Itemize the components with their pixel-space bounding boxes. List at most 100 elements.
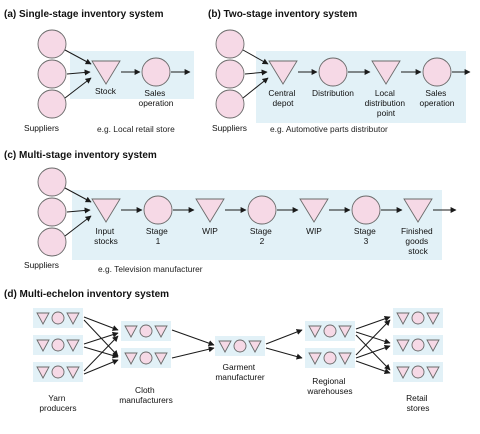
echelon-groups bbox=[33, 308, 443, 382]
supplier-circle bbox=[215, 29, 245, 59]
inventory-triangle bbox=[248, 340, 262, 353]
wip-1-label: WIP bbox=[202, 226, 218, 236]
operation-circle bbox=[51, 365, 65, 379]
supplier-circle bbox=[37, 29, 67, 59]
panel-b: (b) Two-stage inventory system Suppliers… bbox=[208, 9, 471, 134]
central-depot-triangle bbox=[268, 60, 298, 85]
arrow bbox=[171, 329, 215, 347]
panel-b-title: (b) Two-stage inventory system bbox=[208, 9, 357, 20]
operation-circle bbox=[411, 338, 425, 352]
arrow bbox=[83, 346, 119, 359]
sales-operation-label: Sales operation bbox=[420, 88, 455, 108]
inventory-triangle bbox=[154, 352, 168, 365]
inventory-triangle bbox=[36, 339, 50, 352]
panel-a-band bbox=[70, 51, 194, 99]
arrow bbox=[242, 49, 269, 65]
supplier-circle bbox=[215, 59, 245, 89]
operation-circle bbox=[323, 351, 337, 365]
echelon-stage-group bbox=[393, 362, 443, 382]
echelon-stage-group bbox=[215, 336, 265, 356]
suppliers-label: Suppliers bbox=[24, 260, 59, 270]
echelon-stage-group bbox=[305, 348, 355, 368]
arrow bbox=[355, 344, 391, 359]
operation-circle bbox=[51, 338, 65, 352]
garment-manufacturer-label: Garment manufacturer bbox=[215, 362, 265, 382]
stage-1-circle bbox=[143, 195, 173, 225]
local-distribution-point-triangle bbox=[371, 60, 401, 85]
cloth-manufacturers-label: Cloth manufacturers bbox=[119, 385, 173, 405]
supplier-circle bbox=[37, 167, 67, 197]
sales-operation-label: Sales operation bbox=[139, 88, 174, 108]
arrow bbox=[355, 360, 391, 375]
operation-circle bbox=[51, 311, 65, 325]
panel-b-example: e.g. Automotive parts distributor bbox=[270, 124, 388, 134]
supplier-circle bbox=[37, 227, 67, 257]
stage-2-label: Stage 2 bbox=[250, 226, 274, 246]
arrow bbox=[66, 207, 91, 214]
input-stocks-label: Input stocks bbox=[94, 226, 118, 246]
arrow bbox=[64, 215, 92, 237]
local-distribution-point-label: Local distribution point bbox=[365, 88, 408, 118]
arrow bbox=[244, 69, 268, 76]
suppliers-label: Suppliers bbox=[24, 123, 59, 133]
inventory-triangle bbox=[218, 340, 232, 353]
arrow bbox=[171, 346, 215, 359]
arrow bbox=[355, 315, 391, 330]
inventory-triangle bbox=[426, 339, 440, 352]
panel-a: (a) Single-stage inventory system Suppli… bbox=[4, 9, 194, 134]
stage-3-label: Stage 3 bbox=[354, 226, 378, 246]
inventory-triangle bbox=[124, 325, 138, 338]
arrow bbox=[64, 187, 92, 203]
operation-circle bbox=[233, 339, 247, 353]
wip-1-triangle bbox=[195, 198, 225, 223]
stage-3-circle bbox=[351, 195, 381, 225]
echelon-stage-group bbox=[33, 308, 83, 328]
inventory-triangle bbox=[396, 339, 410, 352]
sales-operation-circle bbox=[141, 57, 171, 87]
retail-stores-label: Retail stores bbox=[406, 393, 430, 413]
inventory-triangle bbox=[396, 366, 410, 379]
panel-c-example: e.g. Television manufacturer bbox=[98, 264, 203, 274]
inventory-triangle bbox=[124, 352, 138, 365]
inventory-triangle bbox=[338, 325, 352, 338]
wip-2-label: WIP bbox=[306, 226, 322, 236]
distribution-label: Distribution bbox=[312, 88, 354, 98]
stage-2-circle bbox=[247, 195, 277, 225]
echelon-stage-group bbox=[121, 321, 171, 341]
stage-1-label: Stage 1 bbox=[146, 226, 170, 246]
inventory-triangle bbox=[396, 312, 410, 325]
supplier-circle bbox=[37, 197, 67, 227]
stock-label: Stock bbox=[95, 86, 117, 96]
input-stocks-triangle bbox=[91, 198, 121, 223]
echelon-stage-group bbox=[393, 308, 443, 328]
echelon-stage-group bbox=[33, 335, 83, 355]
arrow bbox=[83, 359, 119, 375]
inventory-triangle bbox=[66, 366, 80, 379]
central-depot-label: Central depot bbox=[268, 88, 297, 108]
suppliers-label: Suppliers bbox=[212, 123, 247, 133]
operation-circle bbox=[411, 365, 425, 379]
echelon-stage-group bbox=[305, 321, 355, 341]
inventory-triangle bbox=[426, 366, 440, 379]
sales-operation-circle bbox=[422, 57, 452, 87]
panel-a-example: e.g. Local retail store bbox=[97, 124, 175, 134]
arrow bbox=[265, 329, 303, 345]
operation-circle bbox=[139, 324, 153, 338]
supplier-circle bbox=[37, 89, 67, 119]
panel-c: (c) Multi-stage inventory system Supplie… bbox=[4, 150, 457, 274]
panel-a-title: (a) Single-stage inventory system bbox=[4, 9, 164, 20]
panel-c-title: (c) Multi-stage inventory system bbox=[4, 150, 157, 161]
arrow bbox=[64, 77, 92, 99]
regional-warehouses-label: Regional warehouses bbox=[306, 376, 352, 396]
arrow bbox=[265, 347, 303, 360]
arrow bbox=[66, 69, 91, 76]
finished-goods-stock-triangle bbox=[403, 198, 433, 223]
wip-2-triangle bbox=[299, 198, 329, 223]
operation-circle bbox=[139, 351, 153, 365]
operation-circle bbox=[323, 324, 337, 338]
inventory-triangle bbox=[426, 312, 440, 325]
echelon-stage-group bbox=[121, 348, 171, 368]
echelon-stage-group bbox=[393, 335, 443, 355]
